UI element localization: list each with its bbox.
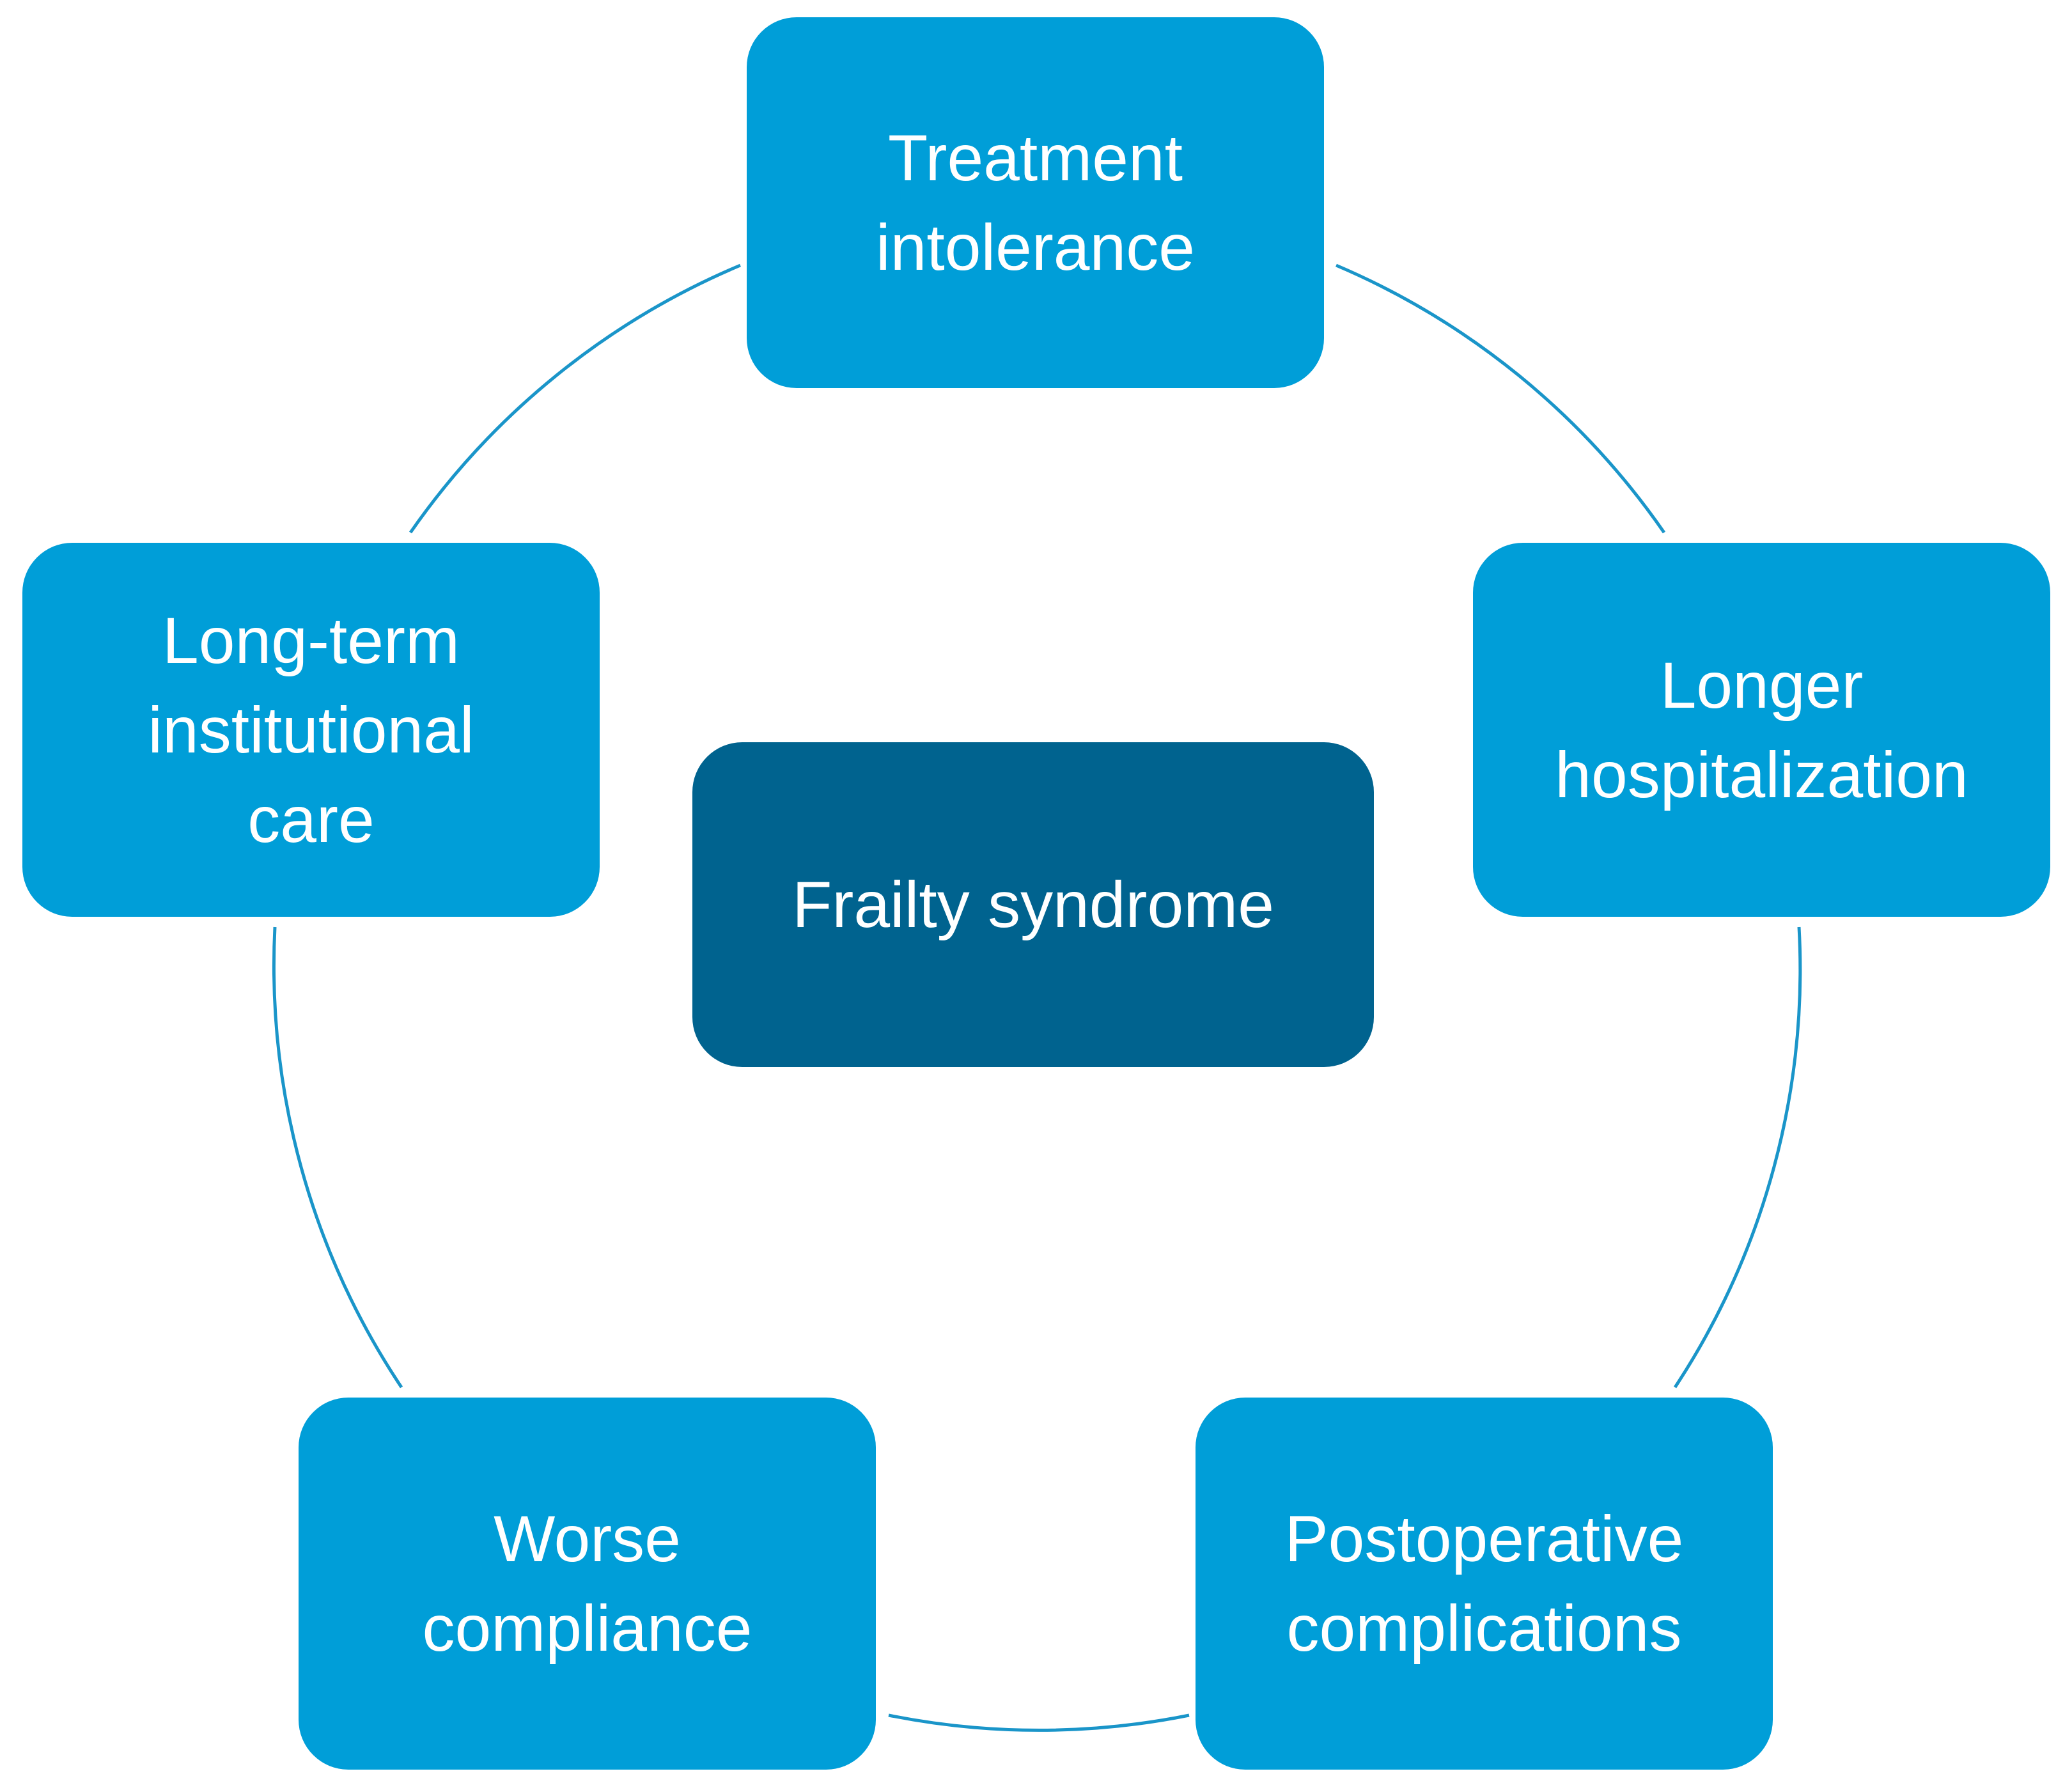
node-worse-compliance: Worse compliance	[299, 1398, 876, 1770]
node-label-line: compliance	[422, 1592, 752, 1665]
node-label-line: complications	[1286, 1592, 1682, 1665]
node-label-line: Treatment	[887, 121, 1183, 194]
node-label-line: care	[247, 783, 375, 856]
node-label-line: institutional	[148, 693, 474, 767]
node-long-term-institutional-care: Long-term institutional care	[22, 543, 600, 917]
node-label-line: Longer	[1660, 648, 1864, 722]
node-label-line: Worse	[494, 1502, 681, 1575]
arc-complications-to-compliance	[888, 1713, 1190, 1732]
arc-compliance-to-institutional-care	[272, 926, 403, 1389]
node-treatment-intolerance: Treatment intolerance	[747, 17, 1324, 388]
node-label-line: Postoperative	[1284, 1502, 1684, 1575]
arc-treatment-to-hospitalization	[1336, 263, 1666, 534]
center-label: Frailty syndrome	[792, 868, 1274, 941]
center-node-frailty-syndrome: Frailty syndrome	[692, 742, 1374, 1067]
arc-institutional-care-to-treatment	[409, 263, 741, 534]
node-label-line: Long-term	[162, 604, 460, 677]
node-postoperative-complications: Postoperative complications	[1196, 1398, 1773, 1770]
node-longer-hospitalization: Longer hospitalization	[1473, 543, 2050, 917]
node-label-line: hospitalization	[1555, 738, 1968, 811]
node-label-line: intolerance	[876, 211, 1195, 284]
arc-hospitalization-to-complications	[1673, 926, 1802, 1389]
